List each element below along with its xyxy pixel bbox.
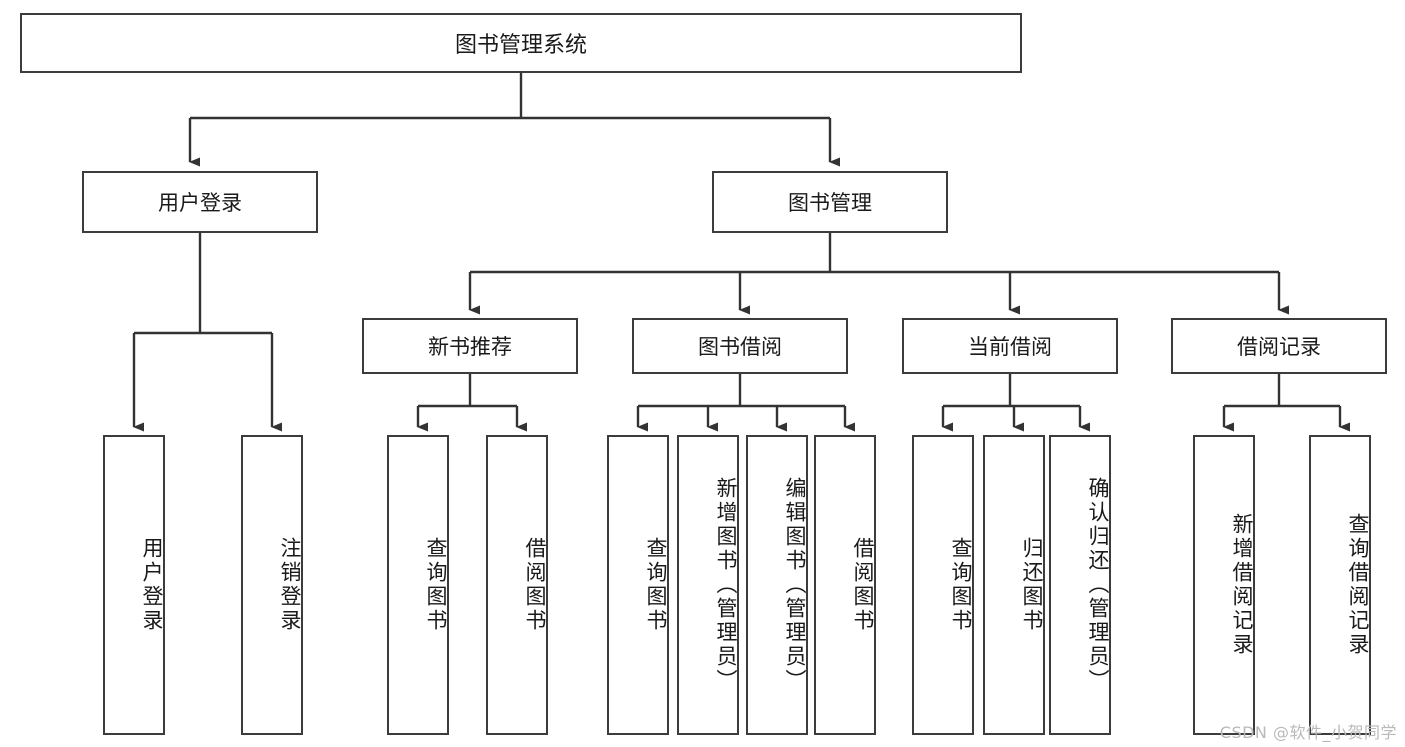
leaf-book-borrow-query[interactable]: 查询图书 [607, 435, 669, 735]
node-book-borrow[interactable]: 图书借阅 [632, 318, 848, 374]
node-borrow-record-label: 借阅记录 [1237, 335, 1321, 359]
node-user-login[interactable]: 用户登录 [82, 171, 318, 233]
leaf-book-borrow-edit-label: 编辑图书（管理员） [783, 477, 807, 693]
leaf-borrow-record-add-label: 新增借阅记录 [1230, 513, 1254, 657]
leaf-new-book-query-label: 查询图书 [424, 537, 448, 633]
leaf-current-borrow-return[interactable]: 归还图书 [983, 435, 1045, 735]
node-root-label: 图书管理系统 [454, 33, 587, 58]
leaf-user-login-login-label: 用户登录 [140, 537, 164, 633]
node-root[interactable]: 图书管理系统 [20, 13, 1022, 73]
leaf-new-book-borrow-label: 借阅图书 [523, 537, 547, 633]
leaf-user-login-login[interactable]: 用户登录 [103, 435, 165, 735]
leaf-book-borrow-add-label: 新增图书（管理员） [714, 477, 738, 693]
leaf-book-borrow-add[interactable]: 新增图书（管理员） [677, 435, 739, 735]
leaf-user-login-logout-label: 注销登录 [278, 537, 302, 633]
leaf-borrow-record-add[interactable]: 新增借阅记录 [1193, 435, 1255, 735]
node-borrow-record[interactable]: 借阅记录 [1171, 318, 1387, 374]
leaf-book-borrow-edit[interactable]: 编辑图书（管理员） [746, 435, 808, 735]
leaf-user-login-logout[interactable]: 注销登录 [241, 435, 303, 735]
leaf-current-borrow-return-label: 归还图书 [1020, 537, 1044, 633]
leaf-current-borrow-confirm[interactable]: 确认归还（管理员） [1049, 435, 1111, 735]
node-book-borrow-label: 图书借阅 [698, 335, 782, 359]
node-current-borrow-label: 当前借阅 [968, 335, 1052, 359]
watermark-text: CSDN @软件_小贺同学 [1219, 723, 1397, 742]
leaf-book-borrow-query-label: 查询图书 [644, 537, 668, 633]
leaf-book-borrow-borrow[interactable]: 借阅图书 [814, 435, 876, 735]
node-new-book-recommend-label: 新书推荐 [428, 335, 512, 359]
leaf-new-book-query[interactable]: 查询图书 [387, 435, 449, 735]
node-current-borrow[interactable]: 当前借阅 [902, 318, 1118, 374]
node-book-manage[interactable]: 图书管理 [712, 171, 948, 233]
leaf-borrow-record-query-label: 查询借阅记录 [1346, 513, 1370, 657]
leaf-current-borrow-query[interactable]: 查询图书 [912, 435, 974, 735]
leaf-book-borrow-borrow-label: 借阅图书 [851, 537, 875, 633]
node-book-manage-label: 图书管理 [788, 191, 872, 215]
leaf-current-borrow-confirm-label: 确认归还（管理员） [1086, 477, 1110, 693]
node-user-login-label: 用户登录 [158, 191, 242, 215]
leaf-new-book-borrow[interactable]: 借阅图书 [486, 435, 548, 735]
leaf-borrow-record-query[interactable]: 查询借阅记录 [1309, 435, 1371, 735]
node-new-book-recommend[interactable]: 新书推荐 [362, 318, 578, 374]
leaf-current-borrow-query-label: 查询图书 [949, 537, 973, 633]
